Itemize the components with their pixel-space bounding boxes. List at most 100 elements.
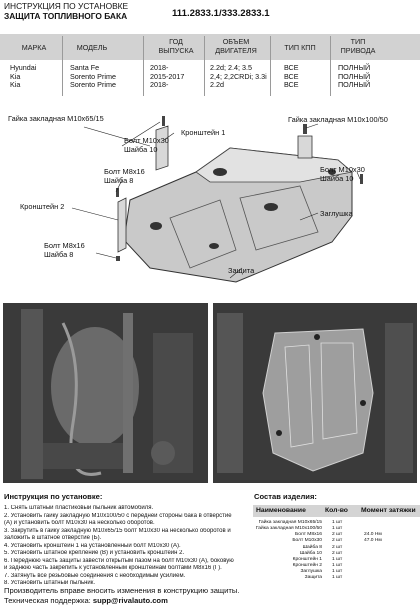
spec-cell-r1-c4: ВСЕ	[284, 71, 299, 81]
spec-header-5-line-1: ПРИВОДА	[340, 46, 376, 55]
spec-header-3-line-1: ДВИГАТЕЛЯ	[215, 46, 257, 55]
component-name: Шайба 8	[302, 544, 322, 550]
callout-label-9: Гайка закладная М10х100/50	[288, 115, 388, 124]
fuel-lines	[61, 322, 102, 476]
photo-before-drawing	[3, 303, 208, 483]
footer-disclaimer: Производитель вправе вносить изменения в…	[4, 586, 240, 595]
part-numbers: 111.2833.1/333.2833.1	[172, 8, 270, 19]
installed-plate-rib-2	[320, 342, 358, 440]
instruction-step: и заднюю часть закрепить к установленным…	[4, 565, 222, 571]
spec-header-5-line-0: ТИП	[350, 37, 366, 46]
component-name: Шайба 10	[299, 550, 322, 556]
component-qty: 1 шт	[332, 556, 343, 562]
instruction-step: 4. Установить кронштейн 1 на установленн…	[4, 542, 181, 549]
components-title: Состав изделия:	[254, 492, 317, 501]
callout-label-8: Шайба 8	[44, 250, 74, 259]
spec-table-header-band	[0, 34, 420, 60]
bolt-m8-left	[116, 188, 119, 197]
spec-column-divider	[62, 36, 63, 96]
spec-cell-r2-c0: Kia	[10, 80, 21, 90]
bracket-2	[117, 197, 127, 253]
spec-cell-r1-c1: Sorento Prime	[70, 71, 116, 81]
photo-before	[3, 303, 208, 483]
instruction-step: (А) и установить болт М10х30 на нескольк…	[4, 520, 155, 526]
spec-header-3-line-0: ОБЪЕМ	[222, 37, 250, 46]
component-qty: 2 шт	[332, 550, 343, 556]
rear-bracket	[297, 135, 313, 159]
photo-after	[213, 303, 417, 483]
component-qty: 2 шт	[332, 538, 343, 544]
spec-column-divider	[143, 36, 144, 96]
components-header-band	[253, 505, 420, 517]
spec-cell-r0-c2: 2018-	[150, 63, 169, 72]
callout-label-0: Гайка закладная М10х65/15	[8, 114, 104, 123]
component-qty: 1 шт	[332, 563, 343, 569]
component-qty: 1 шт	[332, 575, 343, 581]
component-name: Кронштейн 1	[292, 556, 322, 562]
component-name: Болт М10х30	[292, 538, 322, 544]
component-qty: 2 шт	[332, 544, 343, 550]
component-qty: 2 шт	[332, 532, 343, 538]
spec-column-divider	[270, 36, 271, 96]
instructions-list: 1. Снять штатный пластиковый пыльник авт…	[4, 505, 250, 588]
component-name: Кронштейн 2	[292, 563, 322, 569]
support-email-link[interactable]: supp@rivalauto.com	[92, 595, 168, 605]
footer: Производитель вправе вносить изменения в…	[4, 586, 239, 606]
components-header-torque: Момент затяжки	[361, 507, 416, 514]
spec-header-1-line-0: МОДЕЛЬ	[76, 43, 108, 52]
installed-plate-rib-1	[284, 344, 314, 448]
callout-label-4: Болт М8х16	[104, 167, 145, 176]
instruction-step: 6. Переднюю часть защиты завести открыты…	[4, 557, 234, 564]
component-qty: 1 шт	[332, 520, 343, 525]
instruction-step: заложить в штатное отверстие (Б).	[4, 535, 102, 541]
spec-cell-r0-c1: Santa Fe	[70, 63, 100, 72]
spec-cell-r0-c5: ПОЛНЫЙ	[338, 63, 371, 72]
spec-header-2-line-0: ГОД	[169, 37, 183, 46]
spec-column-divider	[204, 36, 205, 96]
component-torque: 47.0 Нм	[364, 538, 382, 544]
underbody-frame	[21, 309, 43, 479]
bracket-1	[155, 125, 169, 171]
leader-lines	[71, 121, 361, 279]
exhaust-pipe	[123, 313, 133, 473]
component-torque	[364, 575, 418, 581]
callout-label-12: Заглушка	[320, 209, 353, 218]
bolt-m10-right	[360, 174, 363, 184]
plate-hole-3	[150, 222, 162, 230]
suspension-joint	[151, 441, 175, 465]
spec-cell-r2-c4: ВСЕ	[284, 80, 299, 90]
component-qty: 1 шт	[332, 526, 343, 532]
callout-label-5: Шайба 8	[104, 176, 134, 185]
spec-cell-r2-c1: Sorento Prime	[70, 80, 116, 90]
spec-cell-r0-c0: Hyundai	[10, 63, 37, 72]
document-title: ИНСТРУКЦИЯ ПО УСТАНОВКЕ ЗАЩИТА ТОПЛИВНОГ…	[4, 1, 184, 21]
spec-header-2-line-1: ВЫПУСКА	[158, 46, 194, 55]
instruction-step: 1. Снять штатный пластиковый пыльник авт…	[4, 505, 154, 511]
spec-cell-r0-c3: 2.2d; 2.4; 3.5	[210, 63, 252, 72]
spec-header-4-line-0: ТИП КПП	[284, 43, 316, 52]
instruction-step: 7. Затянуть все резьбовые соединения с н…	[4, 572, 186, 579]
spec-cell-r2-c3: 2.2d	[210, 80, 224, 90]
callout-label-6: Кронштейн 2	[20, 202, 65, 211]
instruction-step: 5. Установить штатное крепление (В) и ус…	[4, 550, 185, 556]
installed-protection-plate	[262, 328, 374, 472]
spec-cell-r1-c5: ПОЛНЫЙ	[338, 71, 371, 81]
bolt-m8-lower	[116, 256, 120, 261]
spec-cell-r0-c4: ВСЕ	[284, 63, 299, 72]
instructions-title: Инструкция по установке:	[4, 492, 103, 501]
component-name: Заглушка	[300, 569, 322, 575]
title-line-1: ИНСТРУКЦИЯ ПО УСТАНОВКЕ	[4, 1, 129, 11]
callout-label-11: Шайба 10	[320, 174, 354, 183]
component-name: Гайка закладная М10х65/15	[258, 520, 322, 525]
footer-support-prefix: Техническая поддержка:	[4, 595, 93, 605]
callout-label-10: Болт М10х30	[320, 165, 365, 174]
plate-hole-5	[328, 169, 336, 175]
nut-insert-right	[303, 124, 307, 134]
spec-cell-r1-c3: 2,4; 2,2CRDi; 3.3i	[210, 71, 267, 81]
photo-after-drawing	[213, 303, 417, 483]
plate-rib-1	[169, 199, 237, 269]
instruction-step: 3. Закрутить в гайку закладную М10х65/15…	[4, 527, 231, 534]
